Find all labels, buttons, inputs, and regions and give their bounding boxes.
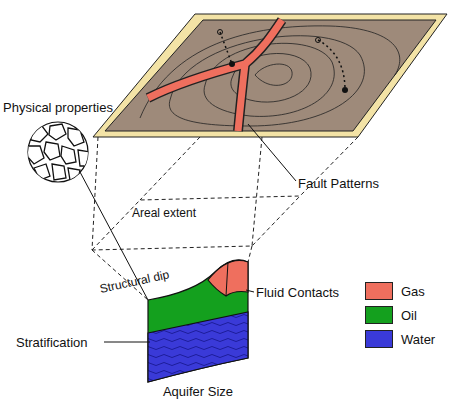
well-path (220, 32, 232, 64)
grain (31, 126, 48, 142)
well-symbol (316, 38, 321, 43)
leader-line (248, 124, 296, 181)
callout-label: Structural dip (98, 267, 170, 296)
grain (49, 124, 66, 140)
gas-cap-edge (226, 262, 228, 296)
grain (44, 142, 60, 160)
map-surface (105, 20, 436, 131)
legend-item: Water (365, 330, 449, 350)
projection-line (248, 246, 252, 262)
well-paths (218, 30, 349, 94)
fault-trace (238, 64, 245, 131)
contour-line (255, 64, 292, 85)
grains (27, 124, 90, 180)
grain (68, 128, 84, 146)
fault-outline (238, 64, 245, 131)
projection-lines (92, 137, 358, 300)
well-symbol (218, 30, 223, 35)
contour-line (204, 43, 334, 116)
legend-swatch (365, 330, 393, 348)
grain (34, 164, 50, 180)
callout-label: Fluid Contacts (256, 285, 339, 300)
well-symbol (229, 61, 235, 67)
callout-label: Stratification (16, 335, 88, 350)
grain (78, 150, 90, 166)
legend-swatch (365, 282, 393, 300)
grain (52, 164, 66, 180)
callout-label: Physical properties (3, 100, 113, 115)
grain (68, 168, 80, 180)
gas-cap (208, 260, 248, 296)
legend-item: Gas (365, 282, 449, 302)
caption-label: Aquifer Size (163, 384, 233, 399)
fault-trace (148, 20, 282, 98)
projection-line (252, 137, 262, 246)
callout-label: Areal extent (132, 206, 196, 221)
leader-line (246, 290, 254, 292)
areal-extent-plane (92, 196, 300, 250)
legend-item: Oil (365, 306, 449, 326)
grain (27, 146, 44, 164)
fault-outline (148, 20, 282, 98)
projection-line (140, 137, 200, 200)
grain (61, 146, 76, 164)
callout-label: Fault Patterns (298, 176, 379, 191)
legend-swatch (365, 306, 393, 324)
leader-line (104, 342, 150, 343)
legend-label: Gas (401, 284, 425, 299)
water-zone (148, 312, 248, 382)
fault-patterns (148, 20, 282, 131)
legend-label: Oil (401, 308, 417, 323)
projection-line (92, 137, 98, 250)
legend-label: Water (401, 332, 435, 347)
map-frame (93, 14, 447, 137)
well-symbol (342, 87, 348, 93)
well-path (318, 40, 345, 90)
leader-lines (80, 124, 296, 342)
